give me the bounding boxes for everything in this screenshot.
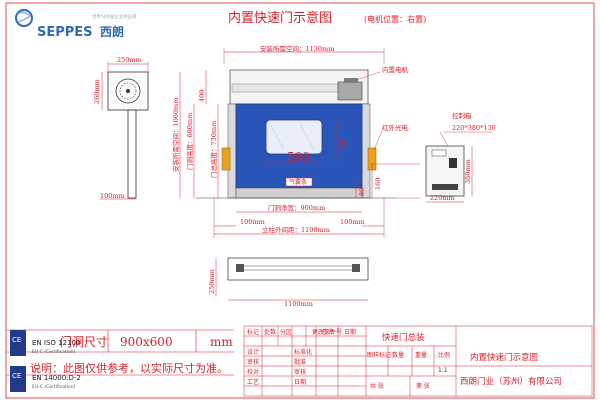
tb-count: 处数 — [264, 328, 276, 336]
spec-note: 说明：此图仅供参考，以实际尺寸为准。 — [30, 361, 228, 375]
logo-tagline: 世界500强企业供应商 — [92, 13, 137, 20]
tb-mark: 标记 — [247, 328, 259, 336]
roller-drum — [231, 83, 339, 93]
spec-value: 900x600 — [120, 335, 173, 349]
column-outer-width: 立柱外间距：1100mm — [262, 225, 330, 234]
side-dim-100: 100mm — [100, 192, 125, 200]
tb-company: 西朗门业（苏州）有限公司 — [460, 376, 562, 387]
control-box-view: 控制箱 220*380*130 380mm 220mm — [425, 111, 496, 203]
bottom-bar-tag: 气囊条 — [289, 178, 307, 186]
top-view-outline — [227, 257, 369, 281]
tb-scale-value: 1:1 — [438, 367, 448, 374]
top-view-dim-1100: 1100mm — [284, 300, 313, 308]
title-block — [243, 325, 593, 397]
tb-audit: 审核 — [294, 368, 306, 376]
cert-2-code: EN 14000:D-2 — [32, 374, 81, 382]
dim-100-right: 100mm — [340, 218, 365, 226]
tb-design: 设计 — [247, 348, 259, 356]
cert-badge-icon — [10, 330, 26, 356]
tb-check: 审核 — [247, 358, 259, 366]
logo-mark-icon — [15, 9, 33, 27]
tb-verify: 校对 — [247, 368, 259, 376]
logo-text: SEPPES — [37, 25, 93, 40]
svg-text:CE: CE — [12, 372, 21, 380]
motor-position-note: (电机位置：右置) — [364, 14, 426, 24]
control-box-dim-220: 220mm — [430, 194, 455, 202]
tb-date-2: 日期 — [294, 378, 306, 386]
title-block-text: 标记 处数 分区 更改文件号 签名 日期 设计 标准化 审核 批准 校对 审核 … — [247, 328, 562, 390]
cert-1-sub: EU-C (Certification) — [32, 349, 76, 355]
dim-80: 80 — [358, 188, 366, 196]
door-total-height: 门总高度：730mm — [209, 121, 218, 178]
spec-unit: mm — [210, 335, 233, 349]
dim-160: 160 — [374, 178, 382, 190]
side-view: 250mm 260mm 100mm — [93, 56, 149, 200]
left-sensor — [221, 147, 231, 171]
side-dim-250: 250mm — [117, 56, 142, 64]
height-400: 400 — [198, 90, 206, 102]
cert-2-sub: EU-C (Certification) — [32, 384, 76, 390]
door-clear-width: 门洞净宽：900mm — [268, 203, 325, 212]
tb-qty: 数量 — [392, 351, 404, 359]
certifications: CE EN ISO 12100 EU-C (Certification) CE … — [10, 330, 81, 392]
tb-zone: 分区 — [280, 328, 292, 336]
door-height-600: 门洞高度：600mm — [185, 113, 194, 170]
tb-change-doc: 更改文件号 — [312, 328, 342, 336]
install-space-height: 安装所需空间：1060mm — [171, 98, 180, 172]
cert-badge-icon — [10, 366, 26, 392]
sheet-border — [5, 2, 595, 399]
tb-sign: 签名 — [322, 328, 334, 336]
tb-product-name: 快速门总装 — [382, 332, 425, 343]
top-view: 250mm 1100mm — [208, 257, 369, 308]
tb-craft: 工艺 — [247, 378, 259, 386]
cert-1: CE EN ISO 12100 EU-C (Certification) — [10, 330, 80, 356]
control-box-dim-380: 380mm — [464, 159, 472, 184]
control-box-label: 控制箱 — [452, 111, 472, 120]
control-box-size: 220*380*130 — [452, 124, 496, 132]
side-drum — [115, 78, 141, 104]
motor-body — [337, 81, 363, 101]
motor-label: 内置电机 — [382, 65, 409, 74]
tb-date: 日期 — [344, 328, 356, 336]
drawing-title: 内置快速门示意图 — [228, 10, 332, 26]
tb-stage-mark: 图样标记 — [367, 351, 391, 359]
install-space-width: 安装所需空间：1130mm — [260, 44, 334, 53]
bottom-bar — [235, 187, 363, 199]
cert-1-code: EN ISO 12100 — [32, 339, 80, 347]
tb-drawing-name: 内置快速门示意图 — [470, 352, 538, 363]
tb-sheet-no: 第 张 — [416, 382, 430, 390]
tb-weight: 重量 — [415, 351, 427, 359]
logo-text-cn: 西朗 — [100, 24, 124, 39]
control-buttons — [432, 184, 458, 190]
top-view-dim-250: 250mm — [208, 269, 216, 294]
tb-sheets: 共 张 — [370, 382, 384, 390]
inner-height-450: 450 — [339, 140, 347, 152]
spec-block: 门洞尺寸 900x600 mm 说明：此图仅供参考，以实际尺寸为准。 — [6, 329, 234, 376]
inner-width-500: 500 — [287, 150, 310, 164]
svg-text:CE: CE — [12, 336, 21, 344]
vision-window — [265, 119, 323, 155]
tb-standardize: 标准化 — [294, 348, 312, 356]
dim-100-left: 100mm — [240, 218, 265, 226]
spec-label: 门洞尺寸 — [60, 334, 108, 349]
sensor-label: 红外光电 — [382, 123, 409, 132]
side-dim-260: 260mm — [93, 79, 101, 104]
tb-scale: 比例 — [438, 351, 450, 359]
company-logo: SEPPES 西朗 世界500强企业供应商 — [15, 9, 137, 40]
side-column — [127, 109, 137, 199]
front-view: 安装所需空间：1130mm 气囊条 500 450 内置电机 红外光电 — [171, 44, 420, 238]
cert-2: CE EN 14000:D-2 EU-C (Certification) — [10, 366, 81, 392]
tb-approve: 批准 — [294, 358, 306, 366]
